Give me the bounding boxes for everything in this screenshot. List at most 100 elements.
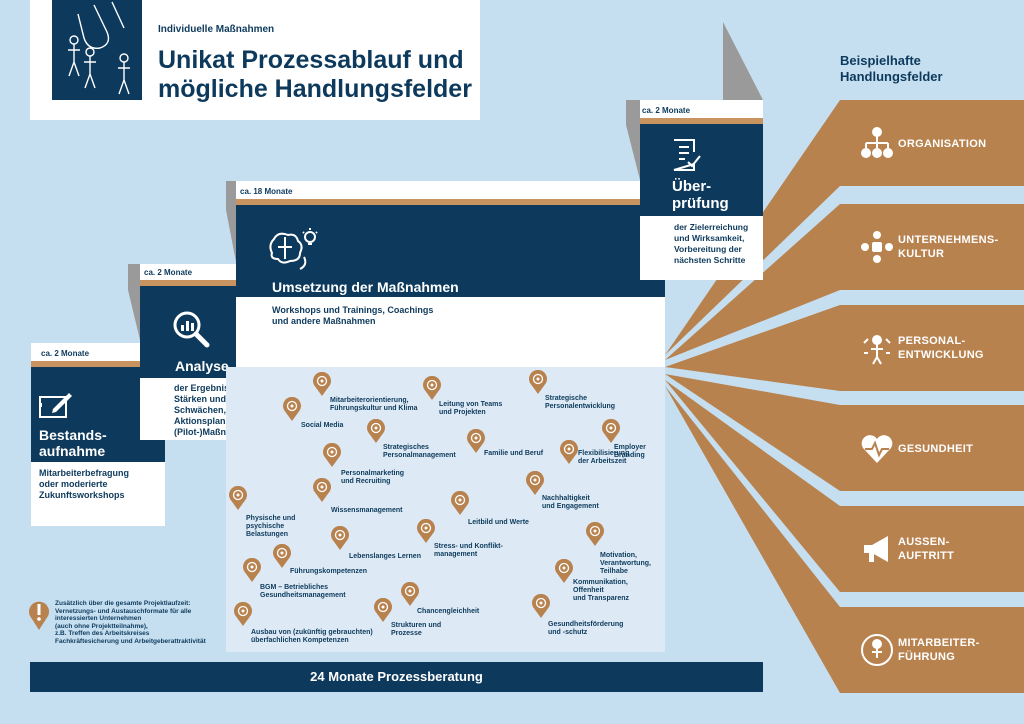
fields-heading-line2: Handlungsfelder [840,69,943,84]
stage-duration: ca. 2 Monate [41,349,90,358]
note-line: Vernetzungs- und Austauschformate für al… [55,607,192,615]
measures-panel: Mitarbeiterorientierung,Führungskultur u… [226,367,665,652]
measure-pin-icon [526,471,544,495]
heart-pulse-icon [861,435,893,463]
stage-title: Über- prüfung [672,178,729,212]
measure-label-line: Branding [614,452,645,459]
note-line: z.B. Treffen des Arbeitskreises [55,630,150,638]
measure-label-line: der Arbeitszeit [578,458,627,465]
note-line: Fachkräftesicherung und Arbeitgeberattra… [55,637,206,645]
stage-desc-line: Schwächen, Ziele, [174,405,252,415]
measure-pin-icon [367,419,385,443]
measure-label: Familie und Beruf [484,450,543,458]
measure-label: Führungskompetenzen [290,568,367,576]
action-field-label-line: ORGANISATION [898,138,987,150]
measure-label: Mitarbeiterorientierung,Führungskultur u… [330,397,418,413]
action-field-label-line: MITARBEITER- [898,637,980,649]
measure-label-line: Führungskultur und Klima [330,405,418,412]
measure-label-line: Stress- und Konflikt- [434,543,503,550]
fold-analyse [128,264,140,340]
page-title-line1: Unikat Prozessablauf und [158,46,464,74]
measure-label: Wissensmanagement [331,507,403,515]
measure-label-line: Teilhabe [600,568,628,575]
measure-pin-icon [283,397,301,421]
measure-label-line: Kommunikation, [573,579,628,586]
stage-title-line1: Über- [672,178,712,195]
measure-pin-icon [313,478,331,502]
action-field-label: GESUNDHEIT [898,442,973,456]
measure-label-line: Chancengleichheit [417,608,480,615]
page-title-line2: mögliche Handlungsfelder [158,75,472,103]
header-kicker: Individuelle Maßnahmen [158,24,275,35]
action-field-2: UNTERNEHMENS-KULTUR [840,204,1024,290]
magnifier-chart-icon [173,311,210,348]
stage-desc-line: und Wirksamkeit, [674,233,745,243]
measure-pin-icon [323,443,341,467]
measure-label-line: Verantwortung, [600,560,651,567]
page-title: Unikat Prozessablauf und mögliche Handlu… [158,46,478,104]
brain-idea-icon [269,228,318,270]
measure-pin-icon [467,429,485,453]
team-circle-icon [861,231,893,263]
stage-umsetzung: ca. 18 Monate Umsetzung der Maßnahmen Wo… [236,181,665,367]
stage-desc-line: Aktionsplan mit [174,416,242,426]
stage-desc-line: und andere Maßnahmen [272,316,376,326]
measure-pin-icon [451,491,469,515]
stage-desc-line: oder moderierte [39,479,108,489]
measure-label-line: Mitarbeiterorientierung, [330,397,409,404]
fields-heading: Beispielhafte Handlungsfelder [840,53,1010,85]
action-field-6: MITARBEITER-FÜHRUNG [840,607,1024,693]
stage-band [236,199,665,205]
measure-label-line: Personalmanagement [383,452,456,459]
note-line: (auch ohne Projektteilnahme), [55,622,148,630]
measure-label-line: Physische und [246,515,296,522]
measure-label-line: Gesundheitsmanagement [260,592,346,599]
action-field-label-line: AUFTRITT [898,550,955,562]
stage-band [140,280,264,286]
action-field-1: ORGANISATION [840,100,1024,186]
action-field-label: PERSONAL-ENTWICKLUNG [898,334,984,362]
stage-header: Über- prüfung [640,124,763,216]
measure-label-line: Prozesse [391,630,422,637]
measure-pin-icon [423,376,441,400]
measure-label-line: management [434,551,478,558]
action-field-label: AUSSEN- AUFTRITT [898,535,954,563]
action-field-3: PERSONAL-ENTWICKLUNG [840,305,1024,391]
measure-pin-icon [529,370,547,394]
stage-desc-line: Workshops und Trainings, Coachings [272,305,434,315]
stage-band [640,118,763,124]
measure-label-line: Employer [614,444,646,451]
measure-label-line: und Projekten [439,409,486,416]
action-field-4: GESUNDHEIT [840,405,1024,491]
action-field-5: AUSSEN- AUFTRITT [840,506,1024,592]
stage-description: Workshops und Trainings, Coachings und a… [236,297,665,327]
stage-description: Mitarbeiterbefragung oder moderierte Zuk… [31,462,165,507]
measure-pin-icon [560,440,578,464]
measure-label-line: Ausbau von (zukünftig gebrauchten) [251,629,373,636]
measure-label-line: Leitbild und Werte [468,519,529,526]
stage-desc-line: der Ergebnisse: [174,383,243,393]
measure-label-line: Offenheit [573,587,604,594]
measure-label-line: und -schutz [548,629,588,636]
measure-pin-icon [273,544,291,568]
measure-pin-icon [532,594,550,618]
action-field-label-line: AUSSEN- [898,536,950,548]
fields-heading-line1: Beispielhafte [840,53,921,68]
measure-label: Motivation,Verantwortung,Teilhabe [600,552,651,576]
measure-label-line: Führungskompetenzen [290,568,368,575]
project-note: Zusätzlich über die gesamte Projektlaufz… [55,600,225,646]
stage-title-line2: aufnahme [39,443,106,459]
measure-label: Lebenslanges Lernen [349,553,421,561]
measure-label-line: Gesundheitsförderung [548,621,624,628]
org-chart-icon [861,127,893,158]
measure-label-line: Nachhaltigkeit [542,495,590,502]
measure-label-line: Belastungen [246,531,289,538]
measure-label-line: und Transparenz [573,595,630,602]
